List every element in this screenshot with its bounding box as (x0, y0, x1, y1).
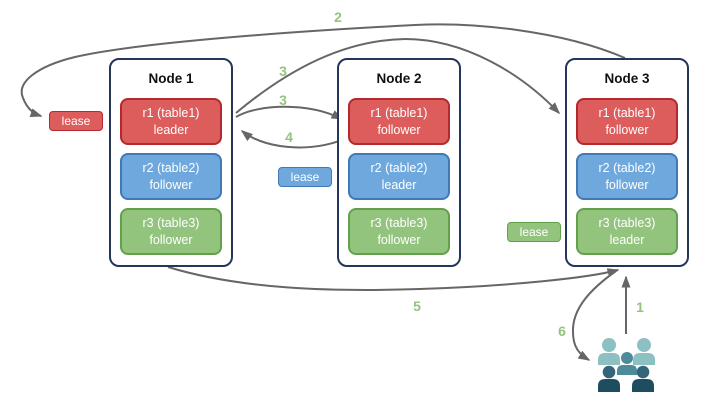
step-label-4: 4 (285, 129, 293, 145)
replica-role: leader (153, 122, 189, 137)
arrow-step-3-to-node3 (235, 37, 561, 115)
node-3-replica-r3: r3 (table3) leader (576, 208, 678, 255)
arrow-step-2 (20, 23, 626, 117)
node-2-replica-r2: r2 (table2) leader (348, 153, 450, 200)
step-label-3b: 3 (279, 92, 287, 108)
node-1-replica-r2: r2 (table2) follower (120, 153, 222, 200)
replica-role: follower (377, 122, 421, 137)
replica-role: follower (605, 122, 649, 137)
node-2-replica-r3: r3 (table3) follower (348, 208, 450, 255)
step-label-6: 6 (558, 323, 566, 339)
arrow-step-6 (571, 270, 617, 361)
node-3: Node 3 r1 (table1) follower r2 (table2) … (565, 58, 689, 267)
replica-role: follower (605, 177, 649, 192)
lease-badge-r2: lease (278, 167, 332, 187)
replica-range: r2 (table2) (142, 161, 200, 176)
replica-range: r1 (table1) (142, 106, 200, 121)
lease-badge-r1: lease (49, 111, 103, 131)
lease-badge-r3: lease (507, 222, 561, 242)
replica-role: follower (377, 232, 421, 247)
node-2-title: Node 2 (376, 71, 422, 86)
node-1-replica-r1: r1 (table1) leader (120, 98, 222, 145)
replica-range: r2 (table2) (370, 161, 428, 176)
replica-range: r1 (table1) (598, 106, 656, 121)
node-3-replica-r2: r2 (table2) follower (576, 153, 678, 200)
step-label-5: 5 (413, 298, 421, 314)
node-1-title: Node 1 (148, 71, 194, 86)
step-label-2: 2 (334, 9, 342, 25)
replica-range: r1 (table1) (370, 106, 428, 121)
replica-range: r3 (table3) (142, 216, 200, 231)
step-label-3a: 3 (279, 63, 287, 79)
replica-role: leader (381, 177, 417, 192)
node-2-replica-r1: r1 (table1) follower (348, 98, 450, 145)
step-label-1: 1 (636, 299, 644, 315)
arrow-step-4 (240, 130, 351, 149)
replica-role: follower (149, 232, 193, 247)
replica-role: follower (149, 177, 193, 192)
replica-range: r3 (table3) (598, 216, 656, 231)
arrow-step-5 (167, 266, 620, 291)
node-1-replica-r3: r3 (table3) follower (120, 208, 222, 255)
node-3-replica-r1: r1 (table1) follower (576, 98, 678, 145)
node-3-title: Node 3 (604, 71, 650, 86)
arrow-step-3-to-node2 (235, 105, 344, 120)
node-2: Node 2 r1 (table1) follower r2 (table2) … (337, 58, 461, 267)
replica-role: leader (609, 232, 645, 247)
replica-range: r3 (table3) (370, 216, 428, 231)
node-1: Node 1 r1 (table1) leader r2 (table2) fo… (109, 58, 233, 267)
replica-range: r2 (table2) (598, 161, 656, 176)
users-icon (598, 338, 655, 392)
